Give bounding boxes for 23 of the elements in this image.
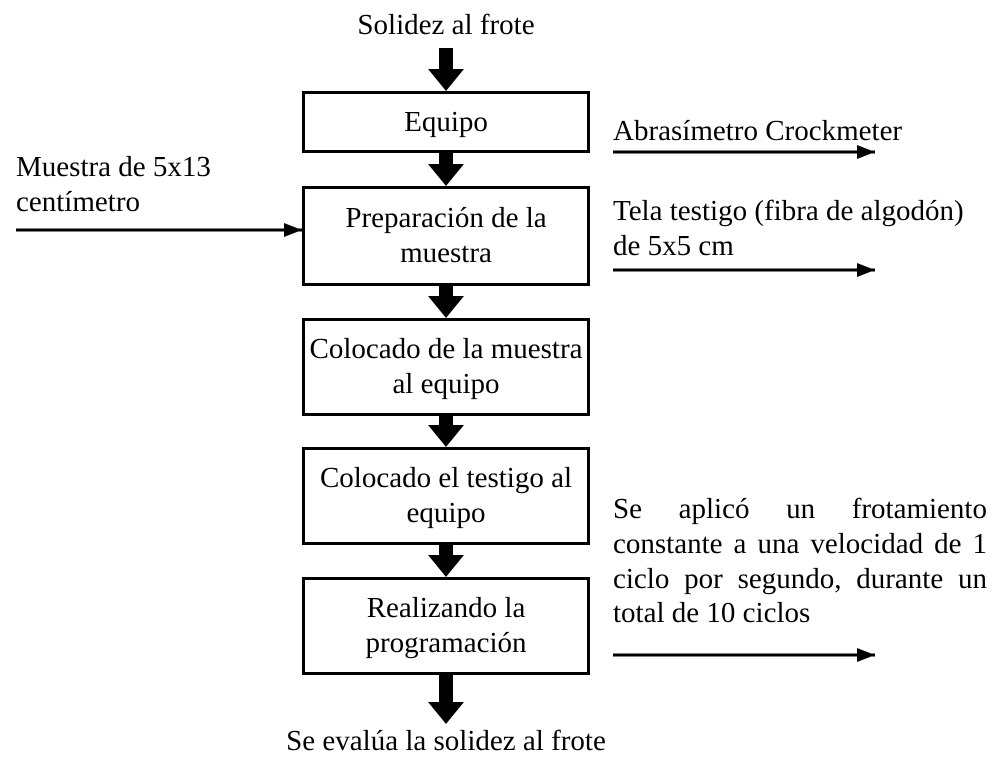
box-label: Colocado de la muestra al equipo xyxy=(308,332,584,402)
note-text: Se aplicó un frotamiento constante a una velocidad de 1 ciclo por segundo, durante un total de 10 ciclos xyxy=(613,492,987,632)
note-text: Tela testigo (fibra de algodón) de 5x5 cm xyxy=(613,194,965,264)
process-box xyxy=(302,577,590,675)
block-arrow xyxy=(428,153,464,186)
block-arrow xyxy=(428,48,464,91)
block-arrow xyxy=(428,545,464,577)
flow-text: Se evalúa la solidez al frote xyxy=(285,724,607,759)
process-box xyxy=(302,91,590,153)
box-label: Equipo xyxy=(404,104,488,140)
block-arrow xyxy=(428,675,464,724)
arrow xyxy=(16,223,302,237)
block-arrow xyxy=(428,416,464,447)
flow-text: Solidez al frote xyxy=(356,8,536,43)
note-text: Abrasímetro Crockmeter xyxy=(613,114,904,149)
block-arrow xyxy=(428,286,464,318)
process-box xyxy=(302,318,590,416)
box-label: Colocado el testigo al equipo xyxy=(318,461,574,531)
process-box xyxy=(302,186,590,286)
process-box xyxy=(302,447,590,545)
flow-text: Muestra de 5x13 centímetro xyxy=(16,150,212,220)
box-label: Realizando la programación xyxy=(364,591,528,661)
box-label: Preparación de la muestra xyxy=(344,201,548,271)
